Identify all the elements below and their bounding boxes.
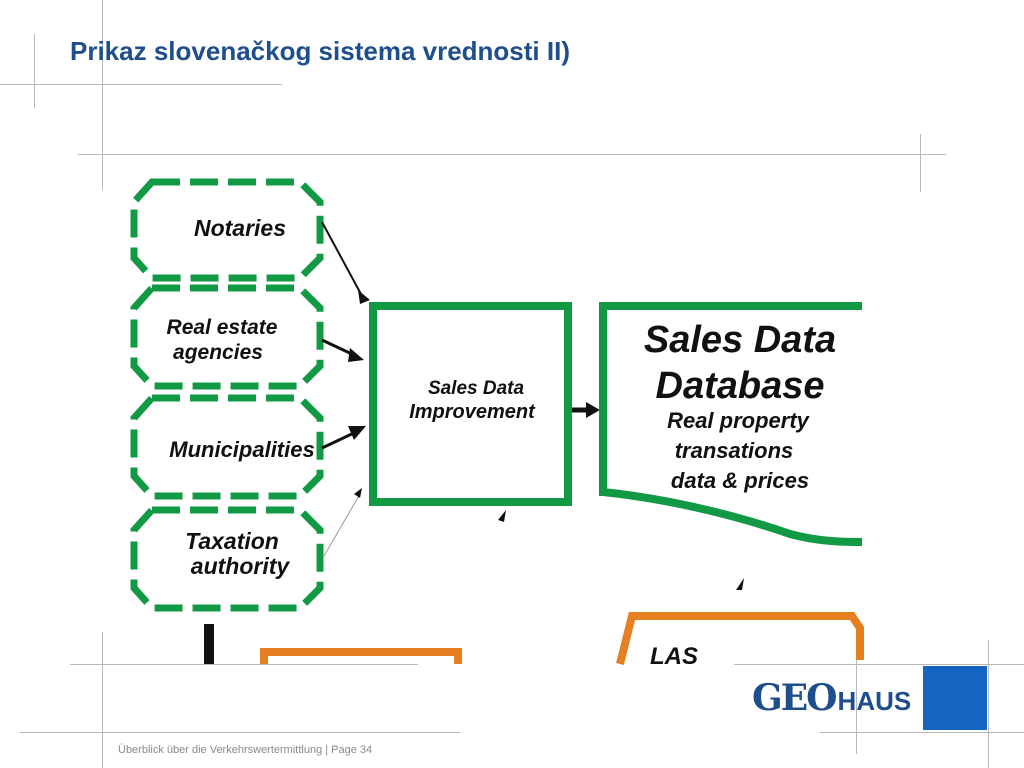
slide-footer: Überblick über die Verkehrswertermittlun… <box>118 744 373 756</box>
orange-box-partial <box>260 648 462 664</box>
guide-line <box>988 640 989 768</box>
slide-title: Prikaz slovenačkog sistema vrednosti II) <box>70 36 570 66</box>
sales-data-database-box: Sales Data Database Real property transa… <box>599 302 863 546</box>
arrow-fragment <box>498 510 506 522</box>
arrow-head <box>586 402 600 418</box>
arrow-head <box>348 426 366 440</box>
arrow-line <box>321 430 357 450</box>
improvement-label-line: Sales Data <box>428 378 525 399</box>
arrow-fragment <box>736 578 744 590</box>
guide-line <box>820 732 1024 733</box>
vertical-bar <box>204 624 214 664</box>
sales-data-improvement-box: Sales Data Improvement <box>369 302 572 506</box>
arrow-head <box>354 488 362 498</box>
arrow-head <box>348 348 364 362</box>
arrow-head <box>358 290 370 304</box>
source-node-notaries: Notaries <box>130 178 324 282</box>
database-body-line: data & prices <box>671 468 809 493</box>
database-title-line: Database <box>656 365 825 407</box>
guide-line <box>70 664 418 665</box>
guide-line <box>734 664 1024 665</box>
geohaus-logo: GEO HAUS <box>752 676 922 720</box>
guide-line <box>0 84 282 85</box>
guide-line <box>20 732 460 733</box>
source-label-line: agencies <box>173 341 263 364</box>
source-node-taxation-authority: Taxation authority <box>130 506 324 612</box>
source-node-municipalities: Municipalities <box>130 394 324 500</box>
arrow-line <box>323 493 361 557</box>
connector-arrows <box>321 221 744 590</box>
orange-box-partial <box>616 612 864 665</box>
guide-line <box>34 34 35 108</box>
source-label-line: Municipalities <box>169 437 314 462</box>
source-node-real-estate-agencies: Real estate agencies <box>130 284 324 390</box>
source-label-line: Real estate <box>167 316 278 339</box>
guide-line <box>78 154 946 155</box>
database-body-line: Real property <box>667 408 811 433</box>
database-title-line: Sales Data <box>644 319 836 361</box>
source-label-line: Taxation <box>185 528 279 554</box>
guide-line <box>102 632 103 768</box>
source-label-line: authority <box>191 553 291 579</box>
logo-haus-text: HAUS <box>837 685 912 716</box>
guide-line <box>856 636 857 754</box>
database-body-line: transations <box>675 438 794 463</box>
arrow-line <box>321 221 363 297</box>
guide-line <box>102 0 103 190</box>
improvement-label-line: Improvement <box>409 401 536 423</box>
logo-square <box>923 666 987 730</box>
source-label-line: Notaries <box>194 215 286 241</box>
partial-label: LAS <box>650 643 698 670</box>
logo-geo-text: GEO <box>752 677 838 719</box>
guide-line <box>920 134 921 192</box>
